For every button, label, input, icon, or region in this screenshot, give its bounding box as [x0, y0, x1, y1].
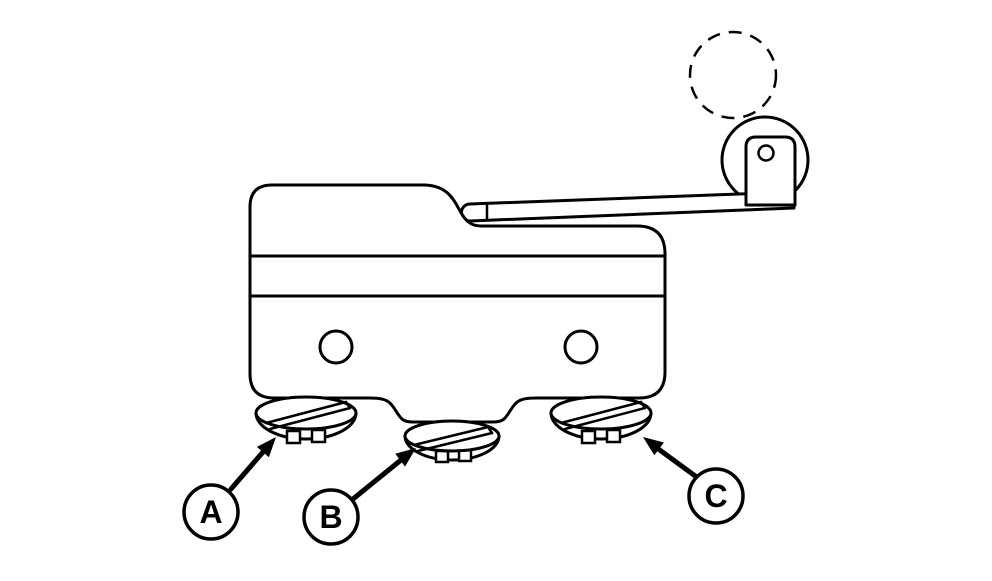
- callout-c-label: C: [704, 478, 727, 514]
- screw-c-tab-left: [580, 429, 597, 445]
- arrow-c-shaft: [654, 445, 701, 481]
- arrow-c-head-icon: [643, 437, 664, 456]
- callout-arrow-c: [643, 437, 701, 481]
- screw-a-tab-left: [285, 429, 302, 445]
- terminal-screw-a: [254, 395, 358, 445]
- callout-a: A: [182, 483, 240, 541]
- screw-b-slot-line1: [412, 425, 490, 447]
- arrow-a-head-icon: [256, 437, 276, 458]
- callout-b-circle: [302, 488, 360, 546]
- switch-body: [248, 183, 667, 424]
- lever-arm: [460, 190, 796, 223]
- arrow-b-shaft: [350, 457, 404, 502]
- callout-c: C: [687, 467, 745, 525]
- screw-a-slot-end: [344, 400, 352, 410]
- mounting-hole-left: [318, 329, 354, 365]
- callout-a-label: A: [199, 494, 222, 530]
- phantom-roller-circle: [688, 30, 778, 120]
- screw-b-head-skirt: [403, 434, 501, 462]
- callout-arrow-a: [228, 437, 276, 492]
- terminal-screw-b: [403, 419, 501, 464]
- screw-b-tab-left: [434, 449, 450, 464]
- screw-a-slot-line1: [264, 400, 348, 425]
- screw-b-slot-line2: [416, 431, 494, 453]
- screw-a-head-skirt: [254, 411, 358, 441]
- terminal-screw-c: [549, 395, 653, 445]
- screw-c-head-skirt: [549, 411, 653, 441]
- arrow-a-shaft: [228, 449, 266, 492]
- screw-c-tab-right: [605, 428, 622, 444]
- mounting-hole-right: [563, 329, 599, 365]
- screw-a-tab-right: [310, 428, 327, 444]
- arrow-b-head-icon: [395, 448, 416, 467]
- callout-c-circle: [687, 467, 745, 525]
- callout-b-label: B: [319, 499, 342, 535]
- callout-a-circle: [182, 483, 240, 541]
- screw-b-slot-end: [486, 425, 494, 435]
- screw-c-slot-end: [639, 400, 647, 410]
- screw-c-slot-line2: [563, 406, 647, 431]
- roller-axle: [757, 144, 775, 162]
- screw-a-slot-line2: [268, 406, 352, 431]
- screw-c-slot-line1: [559, 400, 643, 425]
- callout-arrow-b: [350, 448, 416, 502]
- callout-b: B: [302, 488, 360, 546]
